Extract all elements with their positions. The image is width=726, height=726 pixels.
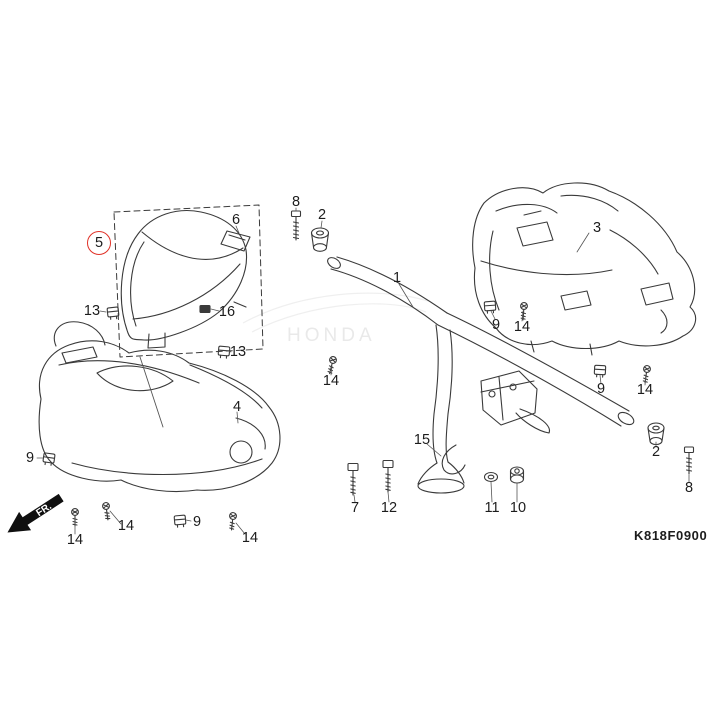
callout-9[interactable]: 9	[192, 513, 202, 530]
part-3-rear-cover-drawing	[472, 182, 697, 356]
part-8-screw-right-drawing	[683, 446, 695, 475]
callout-6[interactable]: 6	[231, 211, 241, 228]
callout-8[interactable]: 8	[684, 479, 694, 496]
honda-watermark: HONDA	[242, 292, 429, 346]
callout-4[interactable]: 4	[232, 398, 242, 415]
callout-2[interactable]: 2	[317, 206, 327, 223]
callout-11[interactable]: 11	[484, 499, 500, 516]
part-1-handlebar-drawing	[327, 256, 635, 494]
callout-15[interactable]: 15	[413, 431, 431, 448]
part-10-nut-drawing	[509, 466, 525, 484]
callout-14[interactable]: 14	[636, 381, 654, 398]
part-5-front-cover-drawing	[120, 210, 248, 349]
callout-14[interactable]: 14	[66, 531, 84, 548]
callout-2[interactable]: 2	[651, 443, 661, 460]
callout-3[interactable]: 3	[592, 219, 602, 236]
callout-14[interactable]: 14	[117, 517, 135, 534]
callout-7[interactable]: 7	[350, 499, 360, 516]
callout-13[interactable]: 13	[83, 302, 101, 319]
part-11-washer-drawing	[483, 471, 499, 483]
part-6-garnish-drawing	[220, 230, 251, 252]
callout-9[interactable]: 9	[596, 380, 606, 397]
callout-10[interactable]: 10	[509, 499, 527, 516]
callout-8[interactable]: 8	[291, 193, 301, 210]
callout-12[interactable]: 12	[380, 499, 398, 516]
part-2-bushing-top-drawing	[310, 227, 330, 252]
part-4-lower-cover-drawing	[38, 321, 281, 493]
part-16-piece-drawing	[199, 304, 211, 314]
callout-1[interactable]: 1	[392, 269, 402, 286]
callout-14[interactable]: 14	[322, 372, 340, 389]
callout-14[interactable]: 14	[241, 529, 259, 546]
callout-14[interactable]: 14	[513, 318, 531, 335]
part-2-bushing-right-drawing	[647, 422, 665, 446]
watermark-text: HONDA	[287, 325, 376, 346]
callout-5[interactable]: 5	[87, 231, 111, 255]
callout-9[interactable]: 9	[491, 316, 501, 333]
part-15-hook-drawing	[441, 444, 466, 475]
leader-lines	[36, 207, 690, 535]
diagram-code: K818F0900	[634, 528, 708, 543]
callout-9[interactable]: 9	[25, 449, 35, 466]
callout-16[interactable]: 16	[218, 303, 236, 320]
callout-13[interactable]: 13	[229, 343, 247, 360]
